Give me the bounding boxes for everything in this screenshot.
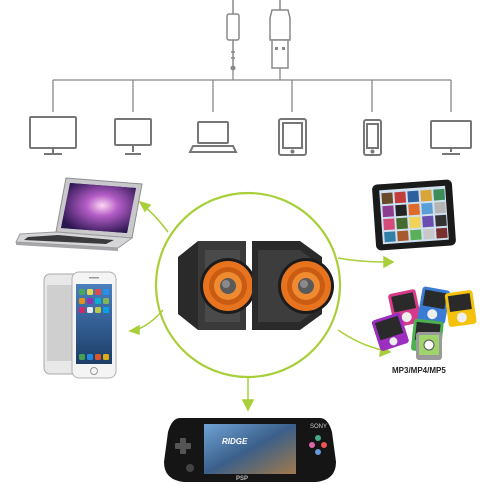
handheld-game-console-image: RIDGE SONY PSP [164,418,336,482]
audio-jack-icon [226,0,240,71]
desktop-monitor-icon [114,118,152,155]
analog-stick-icon [186,464,194,472]
connection-ring [154,191,342,379]
arrow-to-tablet-icon [383,255,395,269]
face-buttons-icon [309,435,327,455]
arrow-to-phone-icon [128,324,140,336]
widescreen-monitor-icon [430,120,472,155]
right-speaker [252,241,334,330]
dpad-icon [175,438,191,454]
left-speaker [178,241,256,330]
smartphone-icon [363,119,382,156]
psp-logo: PSP [236,476,248,482]
screen-game-logo: RIDGE [222,437,248,446]
connection-diagram [29,0,472,156]
arrow-to-laptop-icon [138,200,152,213]
usb-plug-icon [269,0,291,69]
album-grid [381,188,448,243]
desktop-monitor-icon [29,116,77,155]
mp3-players-image [372,286,477,360]
laptop-icon [188,121,238,153]
tablet-icon [278,118,307,156]
tablet-image [372,179,456,251]
laptop-image [15,177,143,251]
arrow-to-console-icon [241,399,255,412]
mp3-format-label: MP3/MP4/MP5 [392,366,446,375]
psp-brand: SONY [310,424,327,430]
smartphone-image [43,271,117,379]
